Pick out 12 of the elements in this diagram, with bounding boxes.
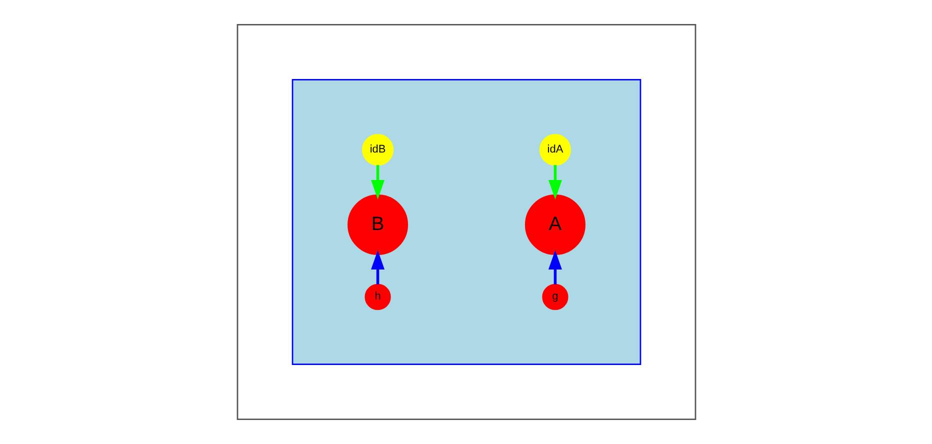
- cluster: [236, 24, 696, 420]
- node-circle: g: [542, 284, 568, 310]
- node-circle: idA: [538, 134, 571, 166]
- node-circle: A: [524, 194, 585, 255]
- arrow: [548, 250, 562, 284]
- arrow: [370, 165, 384, 200]
- node-circle: idB: [361, 134, 394, 166]
- node-circle: B: [347, 194, 408, 255]
- node-circle: h: [364, 284, 390, 310]
- cluster: [291, 78, 641, 366]
- arrow: [370, 250, 384, 284]
- arrow: [548, 165, 562, 200]
